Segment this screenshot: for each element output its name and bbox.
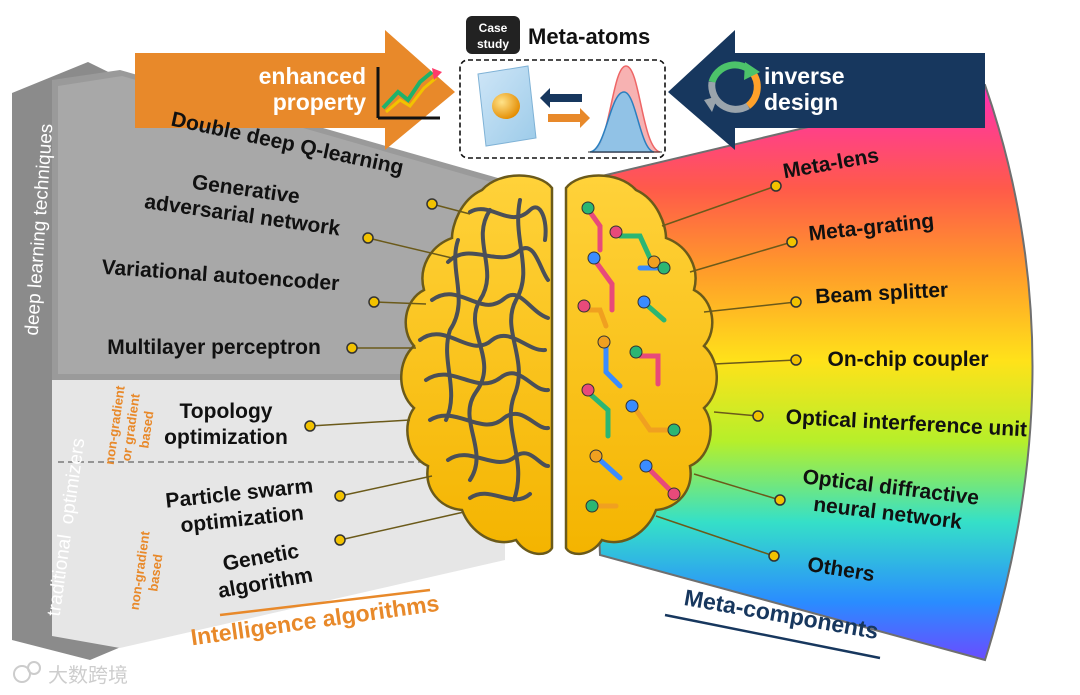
item-topology-optimization: Topology optimization <box>164 400 288 449</box>
item-text-line1: Topology <box>180 400 273 423</box>
property-label: property <box>273 89 367 115</box>
watermark: 大数跨境 <box>13 661 128 687</box>
spectrum-curves-icon <box>588 65 662 153</box>
sub-gradient-label: non-gradient or gradient based <box>102 384 157 465</box>
inverse-design-arrow <box>668 30 985 150</box>
meta-atoms-title: Meta-atoms <box>528 24 650 49</box>
traditional-panel <box>52 380 505 648</box>
meta-atom-cell-icon <box>477 65 537 147</box>
sub-gradient-line3: based <box>136 410 156 449</box>
enhanced-property-arrow <box>135 30 455 150</box>
watermark-text: 大数跨境 <box>48 663 128 687</box>
recycle-arrows-icon <box>704 61 761 113</box>
right-connectors <box>655 180 802 562</box>
meta-components-fan <box>583 83 1034 662</box>
bidirectional-arrows-icon <box>540 88 590 128</box>
circuit-nodes <box>577 201 681 513</box>
design-label: design <box>764 89 838 115</box>
rising-chart-icon <box>376 67 442 120</box>
traditional-footer-line <box>219 588 431 617</box>
meta-components-footer-line <box>664 613 881 660</box>
on-chip-coupler-item: On-chip coupler <box>827 348 988 371</box>
left-connectors <box>304 198 471 546</box>
neural-fibers <box>418 198 550 502</box>
case-study-badge <box>466 16 520 54</box>
item-mlp: Multilayer perceptron <box>107 336 321 359</box>
item-text-line2: optimization <box>164 426 288 449</box>
case-badge-line2: study <box>477 37 509 51</box>
sub-nongradient-line2: based <box>145 553 165 592</box>
circuit-traces <box>583 209 673 509</box>
enhanced-label: enhanced <box>259 63 366 89</box>
case-badge-line1: Case <box>479 21 508 35</box>
deep-learning-panel-inner <box>58 76 498 374</box>
inverse-label: inverse <box>764 63 845 89</box>
